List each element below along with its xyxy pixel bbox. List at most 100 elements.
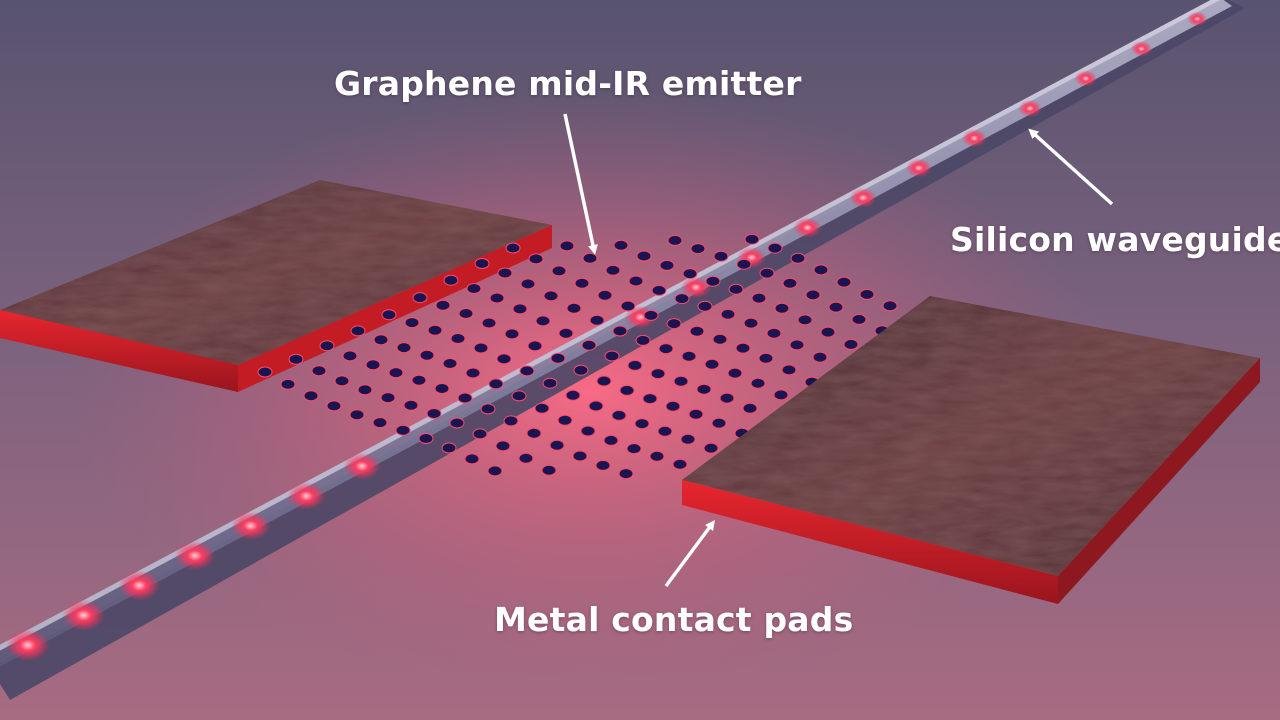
graphene-atom [688, 408, 704, 420]
graphene-atom [481, 317, 497, 329]
graphene-atom [303, 390, 319, 402]
graphene-atom [728, 283, 744, 295]
graphene-atom [620, 300, 636, 312]
graphene-atom [736, 258, 752, 270]
waveguide-mode-spot [1074, 70, 1098, 87]
graphene-atom [611, 409, 627, 421]
waveguide-mode-spot [231, 511, 271, 540]
graphene-atom [334, 375, 350, 387]
graphene-atom [442, 358, 458, 369]
graphene-atom [627, 359, 643, 371]
graphene-atom [603, 434, 619, 446]
graphene-atom [613, 239, 629, 251]
graphene-atom [713, 250, 729, 262]
graphene-atom [665, 400, 681, 412]
emitter-arrow [563, 113, 598, 255]
graphene-atom [527, 340, 543, 352]
graphene-atom [518, 452, 534, 464]
graphene-atom [836, 276, 852, 288]
graphene-atom [790, 252, 806, 264]
graphene-atom [505, 242, 521, 254]
graphene-atom [404, 317, 420, 329]
graphene-atom [797, 314, 813, 326]
graphene-atom [712, 333, 728, 345]
waveguide-mode-spot [962, 129, 987, 148]
graphene-atom [512, 303, 528, 315]
graphene-atom [449, 417, 465, 429]
graphene-atom [395, 424, 411, 436]
waveguide-mode-spot [6, 629, 50, 661]
graphene-atom [543, 290, 559, 302]
waveguide-mode-spot [174, 541, 215, 571]
graphene-atom [458, 308, 474, 319]
graphene-atom [659, 259, 675, 271]
graphene-atom [672, 458, 688, 470]
graphene-atom [697, 300, 713, 312]
waveguide-mode-spot [1187, 11, 1208, 27]
graphene-atom [497, 267, 513, 279]
graphene-atom [743, 317, 759, 329]
waveguide-mode-spot [680, 276, 712, 299]
graphene-atom [589, 314, 605, 326]
pads-arrow [664, 519, 715, 588]
graphene-atom [651, 284, 667, 296]
graphene-atom [689, 325, 705, 337]
graphene-atom [326, 400, 342, 412]
graphene-atom [464, 453, 480, 465]
graphene-atom [388, 367, 404, 379]
graphene-atom [618, 468, 634, 480]
graphene-atom [673, 375, 689, 387]
waveguide-mode-spot [62, 599, 105, 631]
graphene-atom [774, 302, 790, 314]
graphene-atom [828, 301, 844, 313]
graphene-atom [635, 334, 651, 346]
graphene-atom [759, 267, 775, 279]
graphene-atom [681, 350, 697, 362]
graphene-atom [719, 392, 735, 404]
graphene-atom [572, 450, 588, 462]
graphene-atom [805, 289, 821, 301]
graphene-atom [319, 340, 335, 352]
graphene-atom [744, 233, 760, 245]
graphene-atom [503, 415, 519, 427]
graphene-atom [549, 439, 565, 451]
graphene-atom [496, 353, 512, 365]
graphene-atom [357, 384, 373, 396]
graphene-atom [751, 292, 767, 304]
graphene-atom [649, 450, 665, 462]
waveguide-mode-spot [118, 570, 160, 601]
graphene-atom [636, 250, 652, 262]
graphene-atom [642, 393, 658, 405]
graphene-atom [466, 283, 482, 294]
waveguide-mode-spot [849, 188, 877, 208]
graphene-atom [381, 309, 397, 321]
graphene-atom [557, 414, 573, 426]
metal-contact-pad-right [682, 296, 1260, 604]
graphene-atom [612, 325, 628, 337]
waveguide-mode-spot [905, 158, 932, 178]
graphene-atom [541, 464, 557, 476]
graphene-atom [789, 339, 805, 351]
waveguide-mode-spot [793, 217, 822, 238]
graphene-atom [580, 425, 596, 437]
graphene-atom [820, 326, 836, 338]
graphene-atom [489, 292, 505, 304]
graphene-atom [573, 364, 589, 376]
waveguide-arrow [1028, 128, 1114, 206]
graphene-atom [559, 240, 575, 252]
graphene-atom [843, 338, 859, 350]
graphene-atom [742, 402, 758, 414]
waveguide-mode-spot [287, 482, 326, 510]
graphene-atom [758, 352, 774, 364]
graphene-atom [474, 258, 490, 269]
graphene-atom [365, 359, 381, 371]
graphene-atom [782, 277, 798, 289]
waveguide-mode-spot [1018, 99, 1042, 117]
graphene-atom [680, 433, 696, 445]
graphene-atom [812, 351, 828, 363]
graphene-atom [558, 327, 574, 339]
graphene-atom [597, 289, 613, 301]
graphene-atom [727, 367, 743, 379]
